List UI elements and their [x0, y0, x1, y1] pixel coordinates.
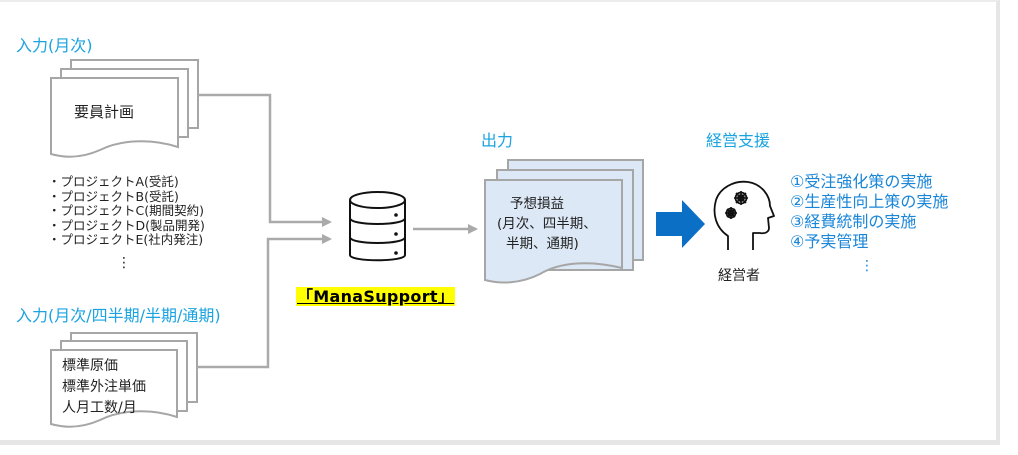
project-list-ellipsis: ⋮	[117, 255, 131, 271]
management-support-heading: 経営支援	[706, 131, 771, 150]
input-monthly-heading: 入力(月次)	[16, 36, 93, 55]
manasupport-label: 「ManaSupport」	[296, 287, 456, 306]
input-periodic-heading: 入力(月次/四半期/半期/通期)	[16, 306, 221, 325]
project-item: ・プロジェクトE(社内発注)	[48, 232, 204, 247]
standard-cost-line: 標準外注単価	[62, 379, 146, 395]
support-action-item: ③経費統制の実施	[790, 212, 917, 231]
forecast-pl-period-line: 半期、通期)	[506, 236, 579, 252]
support-action-item: ④予実管理	[790, 232, 869, 251]
executive-label: 経営者	[718, 268, 760, 284]
standard-cost-document-stack	[50, 332, 198, 428]
blue-arrow-icon	[656, 200, 705, 248]
standard-cost-line: 人月工数/月	[62, 400, 137, 416]
document-sheet-front	[484, 179, 623, 284]
project-item: ・プロジェクトB(受託)	[48, 188, 179, 204]
staffing-plan-title: 要員計画	[74, 103, 135, 121]
standard-cost-lines: 標準原価 標準外注単価 人月工数/月	[62, 356, 146, 419]
project-item: ・プロジェクトD(製品開発)	[48, 217, 205, 233]
database-icon	[349, 191, 406, 262]
connector-staffing-to-system	[198, 93, 332, 227]
forecast-pl-periods: (月次、四半期、 半期、通期)	[497, 214, 597, 254]
head-gears-icon	[713, 180, 775, 250]
support-actions-list: ①受注強化策の実施 ②生産性向上策の実施 ③経費統制の実施 ④予実管理	[790, 172, 948, 252]
support-action-item: ②生産性向上策の実施	[790, 192, 949, 211]
forecast-pl-title: 予想損益	[510, 196, 564, 212]
project-item: ・プロジェクトA(受託)	[48, 174, 179, 189]
staffing-plan-document-stack	[50, 59, 199, 158]
document-sheet-front	[50, 349, 178, 428]
connector-cost-to-system	[197, 234, 332, 369]
document-sheet-front	[50, 77, 179, 158]
forecast-pl-period-line: (月次、四半期、	[497, 216, 597, 232]
support-action-item: ①受注強化策の実施	[790, 172, 933, 191]
support-actions-ellipsis: ⋮	[860, 258, 874, 274]
output-heading: 出力	[481, 131, 514, 150]
standard-cost-line: 標準原価	[62, 358, 118, 374]
project-list: ・プロジェクトA(受託) ・プロジェクトB(受託) ・プロジェクトC(期間契約)…	[48, 174, 205, 248]
project-item: ・プロジェクトC(期間契約)	[48, 203, 204, 218]
forecast-pl-document-stack	[484, 159, 644, 284]
